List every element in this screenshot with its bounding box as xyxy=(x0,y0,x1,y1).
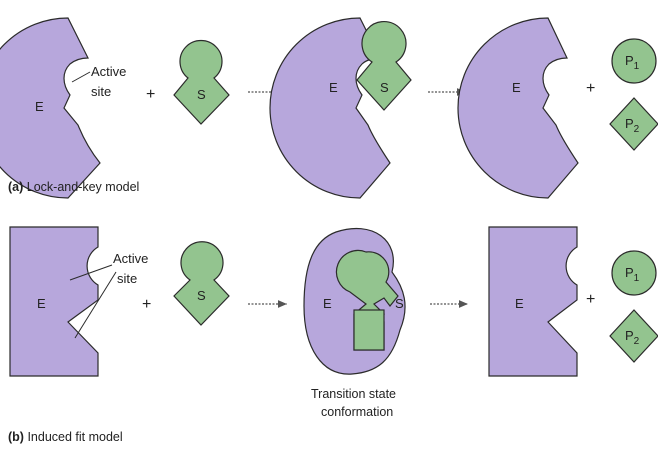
substrate-b-transition-box xyxy=(353,309,385,351)
active-site-pointer-b2 xyxy=(74,271,117,339)
enzyme-a1-label: E xyxy=(35,99,44,114)
plus-b2: + xyxy=(586,291,595,308)
enzyme-a2 xyxy=(269,17,391,199)
caption-panel-a-tag: (a) xyxy=(8,180,24,194)
enzyme-a3 xyxy=(457,17,579,199)
panel-a-lock-and-key: E Active site + S E S E + P1 P2 xyxy=(0,17,658,199)
substrate-bound-a-label: S xyxy=(380,80,389,95)
product2-b-label: P2 xyxy=(625,328,640,347)
caption-panel-b-text: Induced fit model xyxy=(27,430,123,444)
caption-panel-b: (b) Induced fit model xyxy=(8,430,123,444)
substrate-b-transition-label: S xyxy=(395,296,404,311)
enzyme-b1 xyxy=(9,226,99,377)
transition-label-1: Transition state xyxy=(311,387,396,401)
substrate-a xyxy=(173,39,230,125)
active-site-pointer-a xyxy=(71,71,91,83)
caption-panel-b-tag: (b) xyxy=(8,430,24,444)
enzyme-a3-label: E xyxy=(512,80,521,95)
active-site-label-b2: site xyxy=(117,271,137,286)
product2-a-label: P2 xyxy=(625,116,640,135)
plus-b1: + xyxy=(142,296,151,313)
plus-a2: + xyxy=(586,80,595,97)
substrate-bound-a xyxy=(356,21,412,111)
caption-panel-a: (a) Lock-and-key model xyxy=(8,180,139,194)
enzyme-b3 xyxy=(488,226,578,377)
active-site-pointer-b1 xyxy=(69,264,113,281)
active-site-label-b1: Active xyxy=(113,251,148,266)
enzyme-a2-label: E xyxy=(329,80,338,95)
substrate-b-label: S xyxy=(197,288,206,303)
enzyme-b3-label: E xyxy=(515,296,524,311)
transition-label-2: conformation xyxy=(321,405,393,419)
product1-a xyxy=(611,38,657,84)
substrate-b xyxy=(173,241,230,326)
product1-a-label: P1 xyxy=(625,53,640,72)
substrate-a-label: S xyxy=(197,87,206,102)
product2-b xyxy=(609,309,658,363)
caption-panel-a-text: Lock-and-key model xyxy=(26,180,140,194)
active-site-label-a2: site xyxy=(91,84,111,99)
panel-b-induced-fit: E Active site + S E S Transition state c… xyxy=(9,226,658,419)
product1-b-label: P1 xyxy=(625,265,640,284)
enzyme-a1 xyxy=(0,17,101,199)
enzyme-b2-label: E xyxy=(323,296,332,311)
product1-b xyxy=(611,250,657,296)
product2-a xyxy=(609,97,658,151)
enzyme-b1-label: E xyxy=(37,296,46,311)
plus-a1: + xyxy=(146,86,155,103)
active-site-label-a1: Active xyxy=(91,64,126,79)
